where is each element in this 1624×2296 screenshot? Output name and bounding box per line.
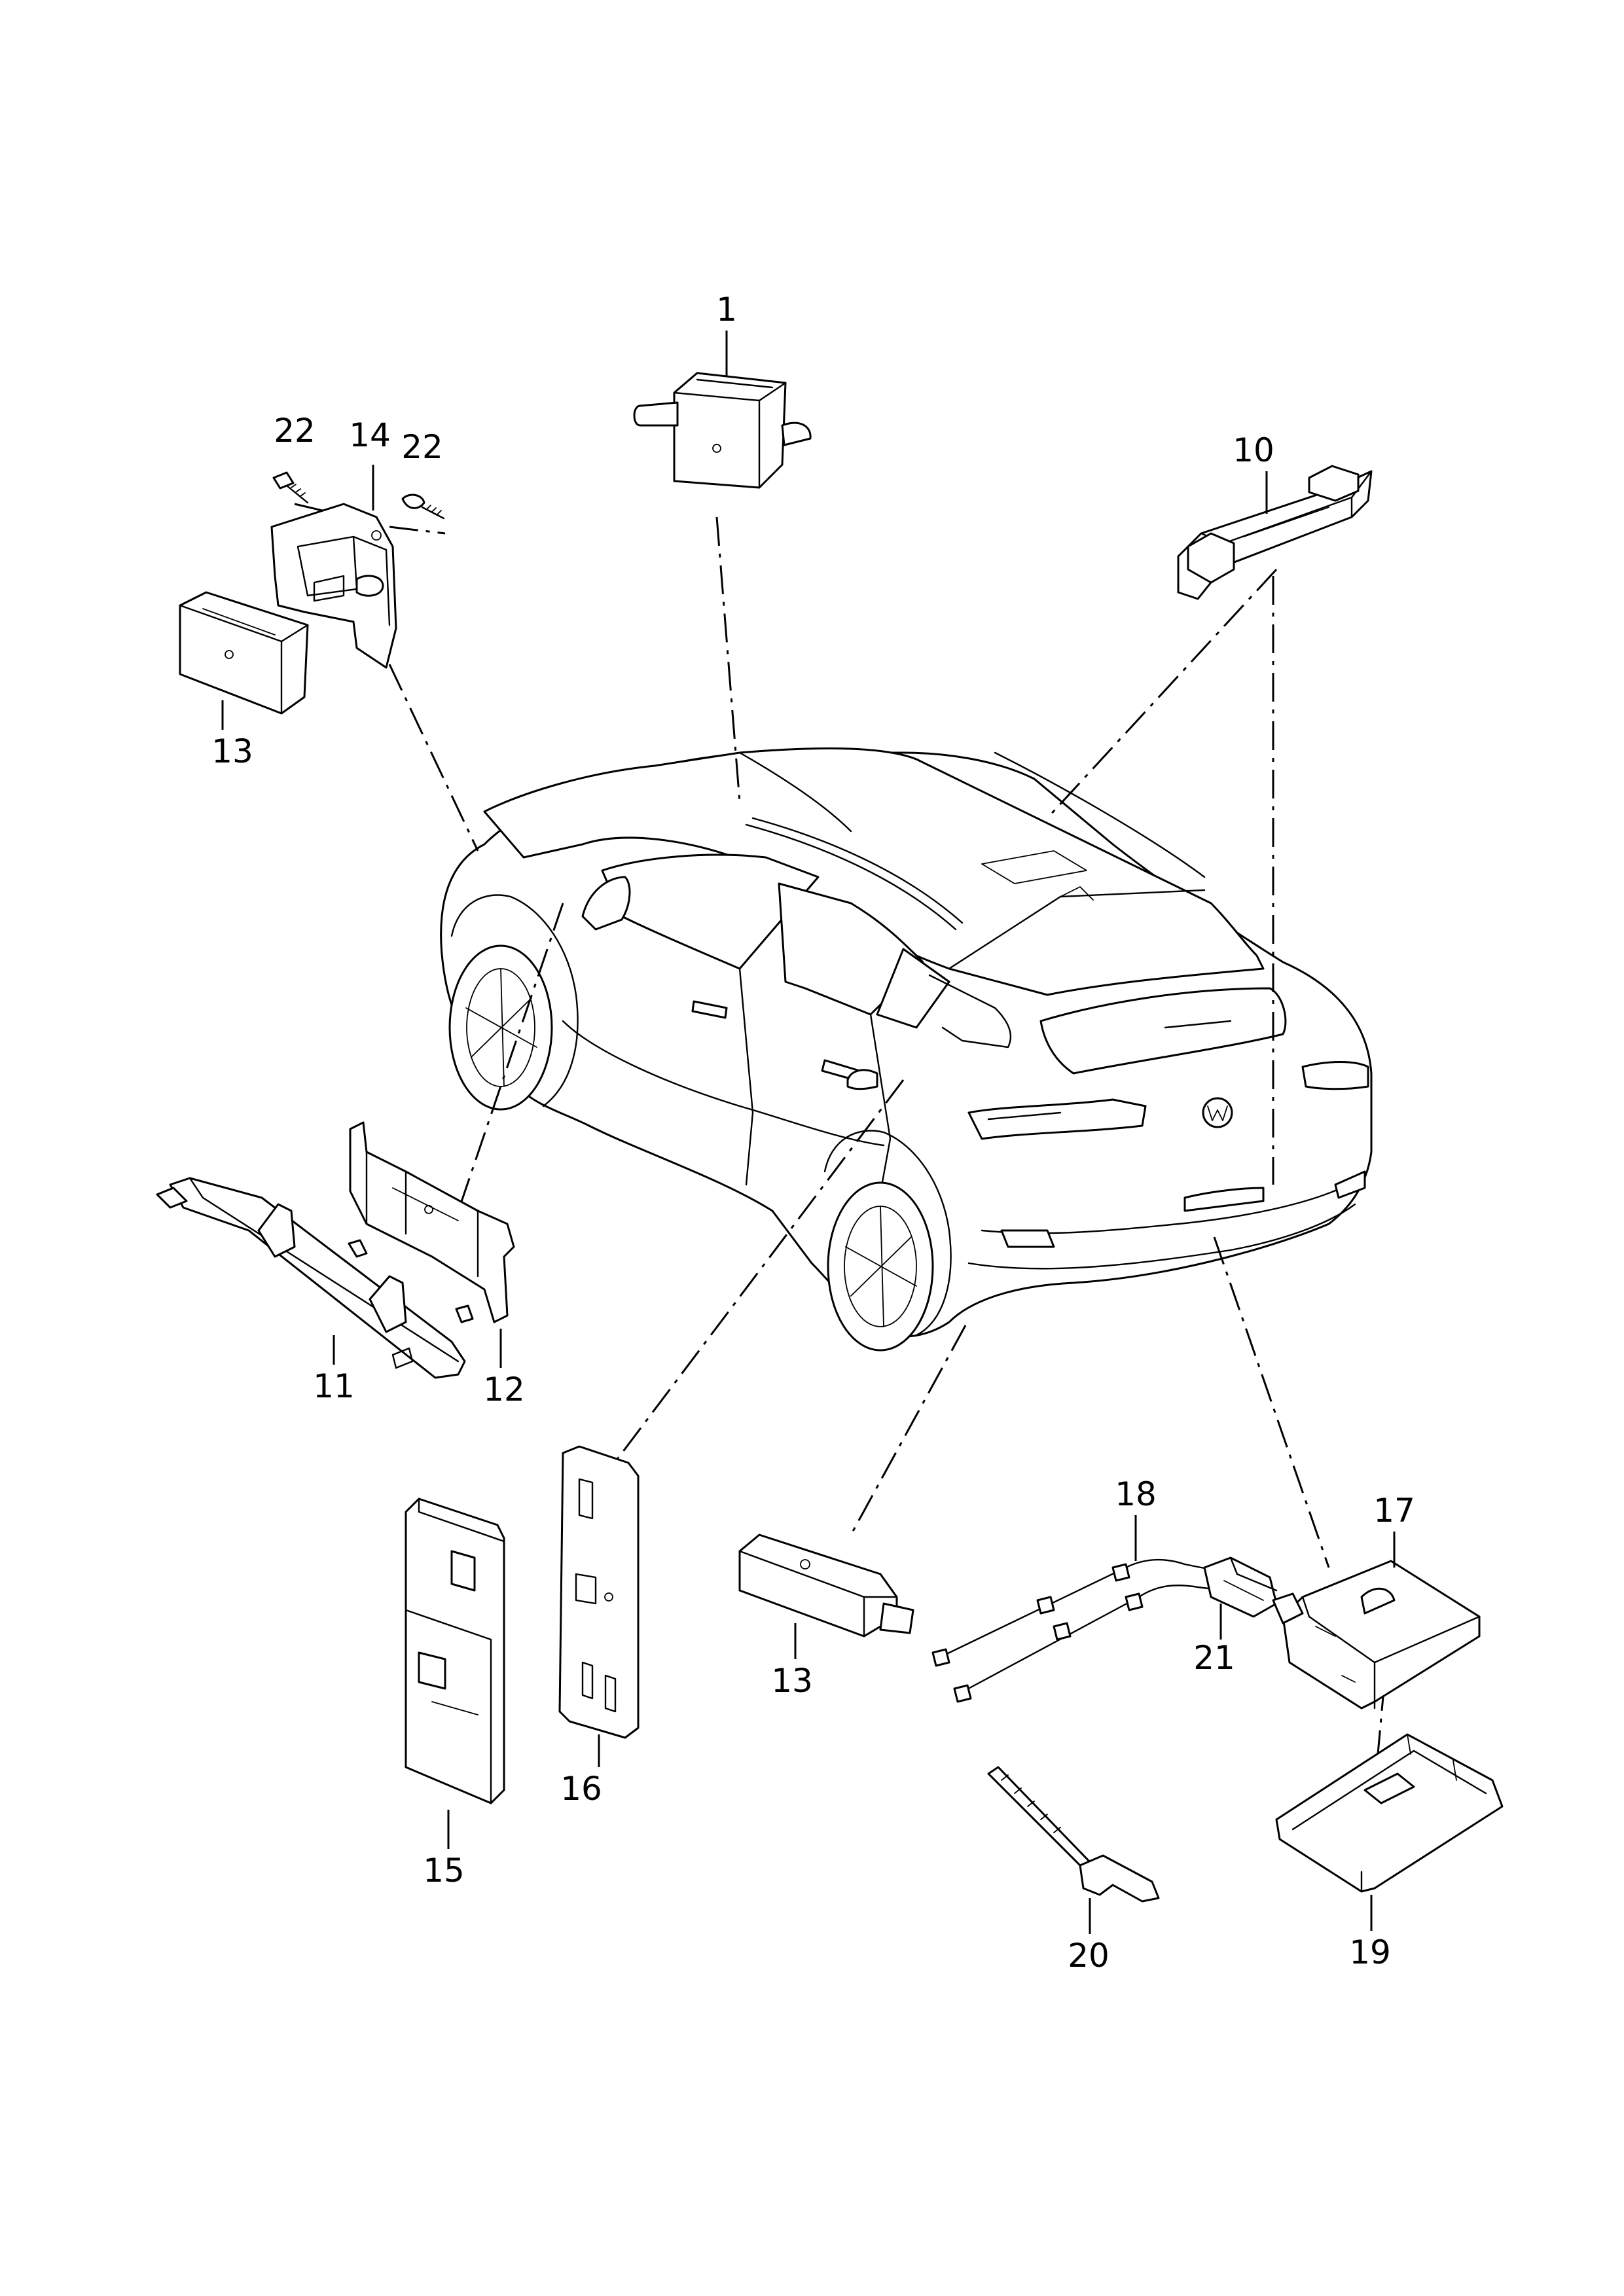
- callout-11: 11: [313, 1367, 355, 1405]
- leader-lines: [294, 503, 1386, 1791]
- part-11-sensor-bar: [156, 1177, 466, 1379]
- callout-20: 20: [1068, 1937, 1110, 1975]
- part-1-control-unit: [633, 372, 812, 489]
- vehicle-illustration: [440, 747, 1373, 1352]
- callout-14: 14: [349, 416, 391, 454]
- callout-21: 21: [1193, 1639, 1235, 1677]
- part-13-module-middle: [738, 1534, 914, 1638]
- callout-18: 18: [1115, 1475, 1157, 1513]
- part-16-mounting-plate: [558, 1445, 640, 1739]
- callout-10: 10: [1233, 431, 1274, 469]
- part-13-module-top: [179, 591, 309, 715]
- callout-15: 15: [423, 1852, 465, 1890]
- part-10-antenna-module: [1177, 465, 1373, 600]
- callout-12: 12: [483, 1371, 525, 1408]
- part-17-control-unit: [1272, 1560, 1481, 1710]
- callout-22-right: 22: [401, 428, 443, 466]
- part-22-screw-left: [272, 471, 309, 504]
- callout-19: 19: [1349, 1933, 1391, 1971]
- part-12-sensor-bracket: [348, 1121, 515, 1323]
- callout-labels: 1 10 22 14 22 13 11 12 15 16 13 18 21 17…: [211, 291, 1415, 1975]
- callout-13-top: 13: [211, 732, 253, 770]
- part-22-screw-right: [401, 493, 445, 520]
- part-20-cable-tie: [987, 1766, 1160, 1903]
- callout-17: 17: [1373, 1492, 1415, 1530]
- callout-13-middle: 13: [771, 1662, 813, 1700]
- callout-1: 1: [716, 291, 737, 329]
- part-15-control-module: [405, 1498, 505, 1804]
- part-14-bracket: [270, 503, 397, 669]
- callout-16: 16: [560, 1770, 602, 1808]
- part-18-wiring-harness: [931, 1558, 1225, 1703]
- part-21-connector: [1203, 1556, 1278, 1618]
- part-19-cover: [1275, 1733, 1504, 1893]
- callout-22-left: 22: [274, 412, 316, 450]
- callout-ticks: [221, 331, 1396, 1934]
